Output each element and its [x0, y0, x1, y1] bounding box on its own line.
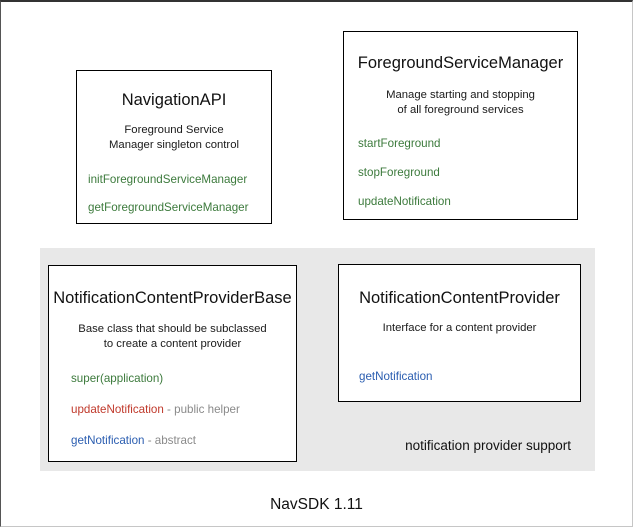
member-row[interactable]: getNotification [359, 370, 572, 384]
diagram-caption: NavSDK 1.11 [270, 496, 363, 513]
class-description-foreground-service-manager: Manage starting and stopping of all fore… [344, 88, 577, 118]
class-description-navigation-api: Foreground Service Manager singleton con… [77, 123, 271, 153]
class-title-notification-content-provider: NotificationContentProvider [359, 289, 560, 307]
class-description-line: Base class that should be subclassed [78, 323, 267, 335]
class-description-line: of all foreground services [397, 103, 524, 116]
member-name: getNotification [359, 370, 433, 383]
class-description-notification-content-provider: Interface for a content provider [339, 321, 580, 336]
member-name: stopForeground [358, 165, 440, 179]
member-list-notification-content-provider: getNotification [359, 370, 572, 384]
member-name: getNotification [71, 433, 145, 447]
member-row[interactable]: initForegroundServiceManager [88, 173, 263, 187]
member-list-notification-content-provider-base: super(application) updateNotification - … [71, 372, 288, 448]
class-description-line: Interface for a content provider [382, 322, 537, 334]
member-row[interactable]: updateNotification [358, 195, 569, 209]
member-row[interactable]: stopForeground [358, 166, 569, 180]
class-title-foreground-service-manager: ForegroundServiceManager [357, 54, 564, 72]
class-box-navigation-api[interactable]: NavigationAPI Foreground Service Manager… [76, 70, 272, 224]
member-list-foreground-service-manager: startForeground stopForeground updateNot… [358, 137, 569, 209]
member-list-navigation-api: initForegroundServiceManager getForegrou… [88, 173, 263, 215]
member-row[interactable]: getForegroundServiceManager [88, 201, 263, 215]
class-box-notification-content-provider[interactable]: NotificationContentProvider Interface fo… [338, 264, 581, 402]
member-row[interactable]: getNotification - abstract [71, 434, 288, 448]
member-name: super(application) [71, 372, 164, 385]
member-note: - abstract [144, 433, 197, 447]
member-note: - public helper [163, 402, 240, 416]
class-box-foreground-service-manager[interactable]: ForegroundServiceManager Manage starting… [343, 31, 578, 220]
class-title-notification-content-provider-base: NotificationContentProviderBase [53, 289, 292, 307]
class-description-line: Manage starting and stopping [386, 89, 535, 101]
class-description-line: Manager singleton control [109, 138, 239, 151]
class-box-notification-content-provider-base[interactable]: NotificationContentProviderBase Base cla… [48, 265, 297, 462]
class-description-line: Foreground Service [124, 124, 224, 136]
group-panel-label: notification provider support [405, 438, 571, 453]
member-name: updateNotification [71, 402, 164, 416]
member-name: startForeground [358, 137, 441, 150]
member-name: initForegroundServiceManager [88, 173, 248, 186]
member-row[interactable]: super(application) [71, 372, 288, 386]
class-description-line: to create a content provider [103, 337, 242, 350]
member-row[interactable]: startForeground [358, 137, 569, 151]
member-name: getForegroundServiceManager [88, 200, 249, 214]
class-title-navigation-api: NavigationAPI [121, 91, 227, 109]
member-row[interactable]: updateNotification - public helper [71, 403, 288, 417]
class-description-notification-content-provider-base: Base class that should be subclassed to … [49, 322, 296, 352]
member-name: updateNotification [358, 194, 451, 208]
